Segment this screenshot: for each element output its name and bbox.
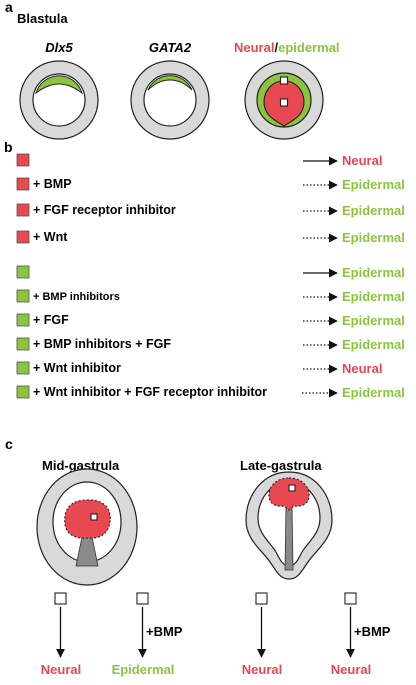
mid-gastrula-title: Mid-gastrula xyxy=(42,458,120,473)
explant-row: + Wnt inhibitor Neural xyxy=(16,361,382,376)
panel-c: c Mid-gastrula Late-gastrula Neural +BMP… xyxy=(5,436,391,677)
epidermal-explant-square xyxy=(279,76,289,85)
explant-row: + FGF receptor inhibitor Epidermal xyxy=(16,203,405,218)
treatment-label: + Wnt inhibitor + FGF receptor inhibitor xyxy=(33,385,267,399)
dlx5-expression-domain xyxy=(35,75,83,95)
treatment-label: + BMP inhibitors xyxy=(33,291,120,303)
blastula-dlx5 xyxy=(19,60,99,140)
fate-label-neural: Neural xyxy=(234,40,274,55)
late-gastrula-embryo xyxy=(245,471,333,580)
mid-explant-square xyxy=(90,513,98,521)
treatment-label: + BMP inhibitors + FGF xyxy=(33,337,171,351)
outcome-label: Epidermal xyxy=(342,230,405,245)
outcome-label: Epidermal xyxy=(342,289,405,304)
treatment-label: + Wnt inhibitor xyxy=(33,361,121,375)
outcome-label: Neural xyxy=(342,361,382,376)
explant-row: + BMP Epidermal xyxy=(16,177,405,192)
panel-a-letter: a xyxy=(5,0,13,15)
explant-row: + BMP inhibitors + FGF Epidermal xyxy=(16,337,405,352)
outcome-label: Epidermal xyxy=(342,337,405,352)
explant-square xyxy=(16,289,30,303)
outcome-label: Epidermal xyxy=(342,203,405,218)
explant-square xyxy=(16,385,30,399)
panel-c-letter: c xyxy=(5,436,13,452)
gene-label-dlx5: Dlx5 xyxy=(45,40,73,55)
outcome-label: Epidermal xyxy=(342,177,405,192)
late-archenteron xyxy=(284,506,294,571)
treatment-label: + Wnt xyxy=(33,230,68,244)
explant-row: + Wnt inhibitor + FGF receptor inhibitor… xyxy=(16,385,405,400)
mid-control-outcome: Neural xyxy=(41,662,81,677)
late-explant-control xyxy=(255,592,268,605)
outcome-label: Epidermal xyxy=(342,313,405,328)
blastula-fate-map xyxy=(244,60,324,140)
outcome-label: Epidermal xyxy=(342,385,405,400)
fate-label-epidermal: epidermal xyxy=(278,40,339,55)
mid-gastrula-embryo xyxy=(36,468,138,586)
explant-square xyxy=(16,230,30,244)
blastula-gata2 xyxy=(130,60,210,140)
treatment-label: + FGF receptor inhibitor xyxy=(33,203,176,217)
late-gastrula-title: Late-gastrula xyxy=(240,458,322,473)
treatment-label: + FGF xyxy=(33,313,69,327)
gene-label-gata2: GATA2 xyxy=(149,40,192,55)
explant-row: Neural xyxy=(16,153,382,168)
late-neural-plate xyxy=(268,477,310,511)
explant-row: Epidermal xyxy=(16,265,405,280)
late-control-outcome: Neural xyxy=(242,662,282,677)
fate-label-slash: / xyxy=(274,40,278,55)
mid-bmp-outcome: Epidermal xyxy=(112,662,175,677)
late-explant-bmp xyxy=(344,592,357,605)
neural-explant-square xyxy=(279,98,289,107)
explant-row: + Wnt Epidermal xyxy=(16,230,405,245)
explant-square xyxy=(16,203,30,217)
mid-explant-control xyxy=(54,592,67,605)
late-explant-square xyxy=(288,484,296,492)
explant-row: + FGF Epidermal xyxy=(16,313,405,328)
explant-square xyxy=(16,265,30,279)
panel-b-letter: b xyxy=(4,139,13,155)
outcome-label: Epidermal xyxy=(342,265,405,280)
late-bmp-outcome: Neural xyxy=(331,662,371,677)
explant-square xyxy=(16,337,30,351)
mid-neural-plate xyxy=(64,499,111,539)
gata2-expression-domain xyxy=(147,75,193,91)
explant-square xyxy=(16,153,30,167)
mid-explant-bmp xyxy=(136,592,149,605)
explant-square xyxy=(16,177,30,191)
fate-label: Neural/epidermal xyxy=(234,40,340,55)
explant-square xyxy=(16,361,30,375)
panel-a-title: Blastula xyxy=(17,11,68,26)
explant-square xyxy=(16,313,30,327)
mid-bmp-label: +BMP xyxy=(146,624,183,639)
outcome-label: Neural xyxy=(342,153,382,168)
treatment-label: + BMP xyxy=(33,177,72,191)
explant-row: + BMP inhibitors Epidermal xyxy=(16,289,405,304)
late-bmp-label: +BMP xyxy=(354,624,391,639)
panel-a: a Blastula Dlx5 GATA2 Neural/epidermal xyxy=(5,0,340,140)
